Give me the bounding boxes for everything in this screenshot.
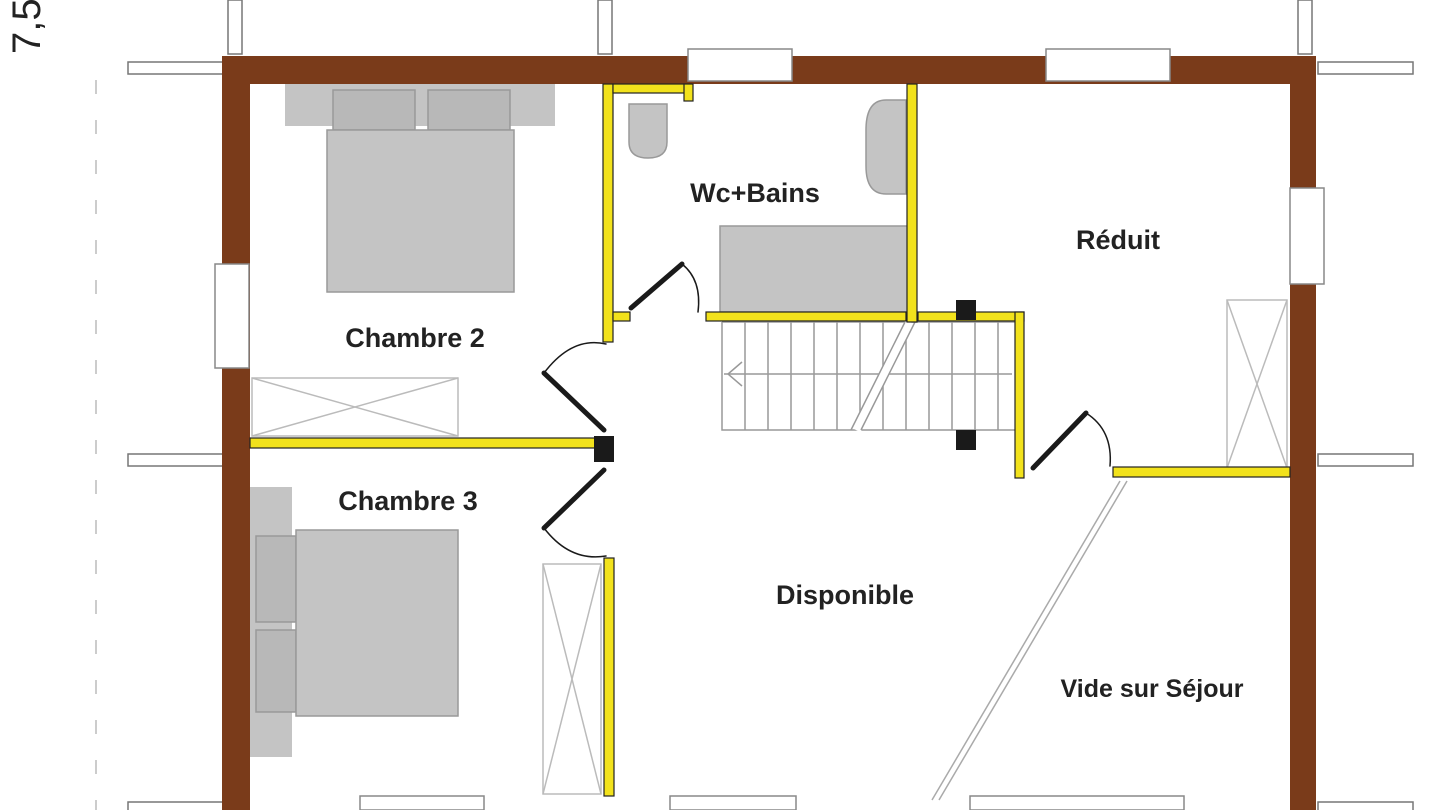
wardrobe-chambre-3 — [542, 563, 602, 795]
windows — [214, 48, 1325, 810]
bathtub-icon — [719, 225, 909, 313]
partition-walls — [249, 83, 1291, 797]
room-label-chambre-2: Chambre 2 — [345, 323, 485, 353]
window-left-chambre-2 — [214, 263, 250, 369]
window-bottom-3 — [969, 795, 1185, 810]
window-top-wc — [687, 48, 793, 82]
void-edge — [931, 480, 1128, 801]
room-label-disponible: Disponible — [776, 580, 914, 610]
window-bottom-1 — [359, 795, 485, 810]
staircase — [721, 319, 1015, 433]
toilet-icon — [628, 103, 668, 159]
window-bottom-2 — [669, 795, 797, 810]
room-label-chambre-3: Chambre 3 — [338, 486, 478, 516]
wardrobe-chambre-2 — [251, 377, 459, 437]
room-label-vide-sur-sejour: Vide sur Séjour — [1061, 675, 1244, 703]
room-label-reduit: Réduit — [1076, 225, 1160, 255]
door-chambre-3 — [541, 467, 607, 531]
bed-chambre-3 — [250, 487, 459, 757]
structural-posts — [594, 300, 976, 462]
bathroom-fixtures — [628, 99, 909, 313]
construction-lines — [95, 0, 1414, 810]
room-label-wc-bains: Wc+Bains — [690, 178, 820, 208]
window-top-reduit — [1045, 48, 1171, 82]
edge-dimension-fragment: 7,5 — [5, 0, 49, 54]
door-reduit — [1030, 410, 1089, 471]
door-chambre-2 — [541, 370, 607, 433]
door-wc — [628, 261, 685, 311]
washbasin-icon — [865, 99, 907, 195]
bed-chambre-2 — [285, 84, 555, 293]
window-right-reduit — [1289, 187, 1325, 285]
doors — [541, 261, 1112, 558]
wardrobe-reduit — [1226, 299, 1288, 469]
